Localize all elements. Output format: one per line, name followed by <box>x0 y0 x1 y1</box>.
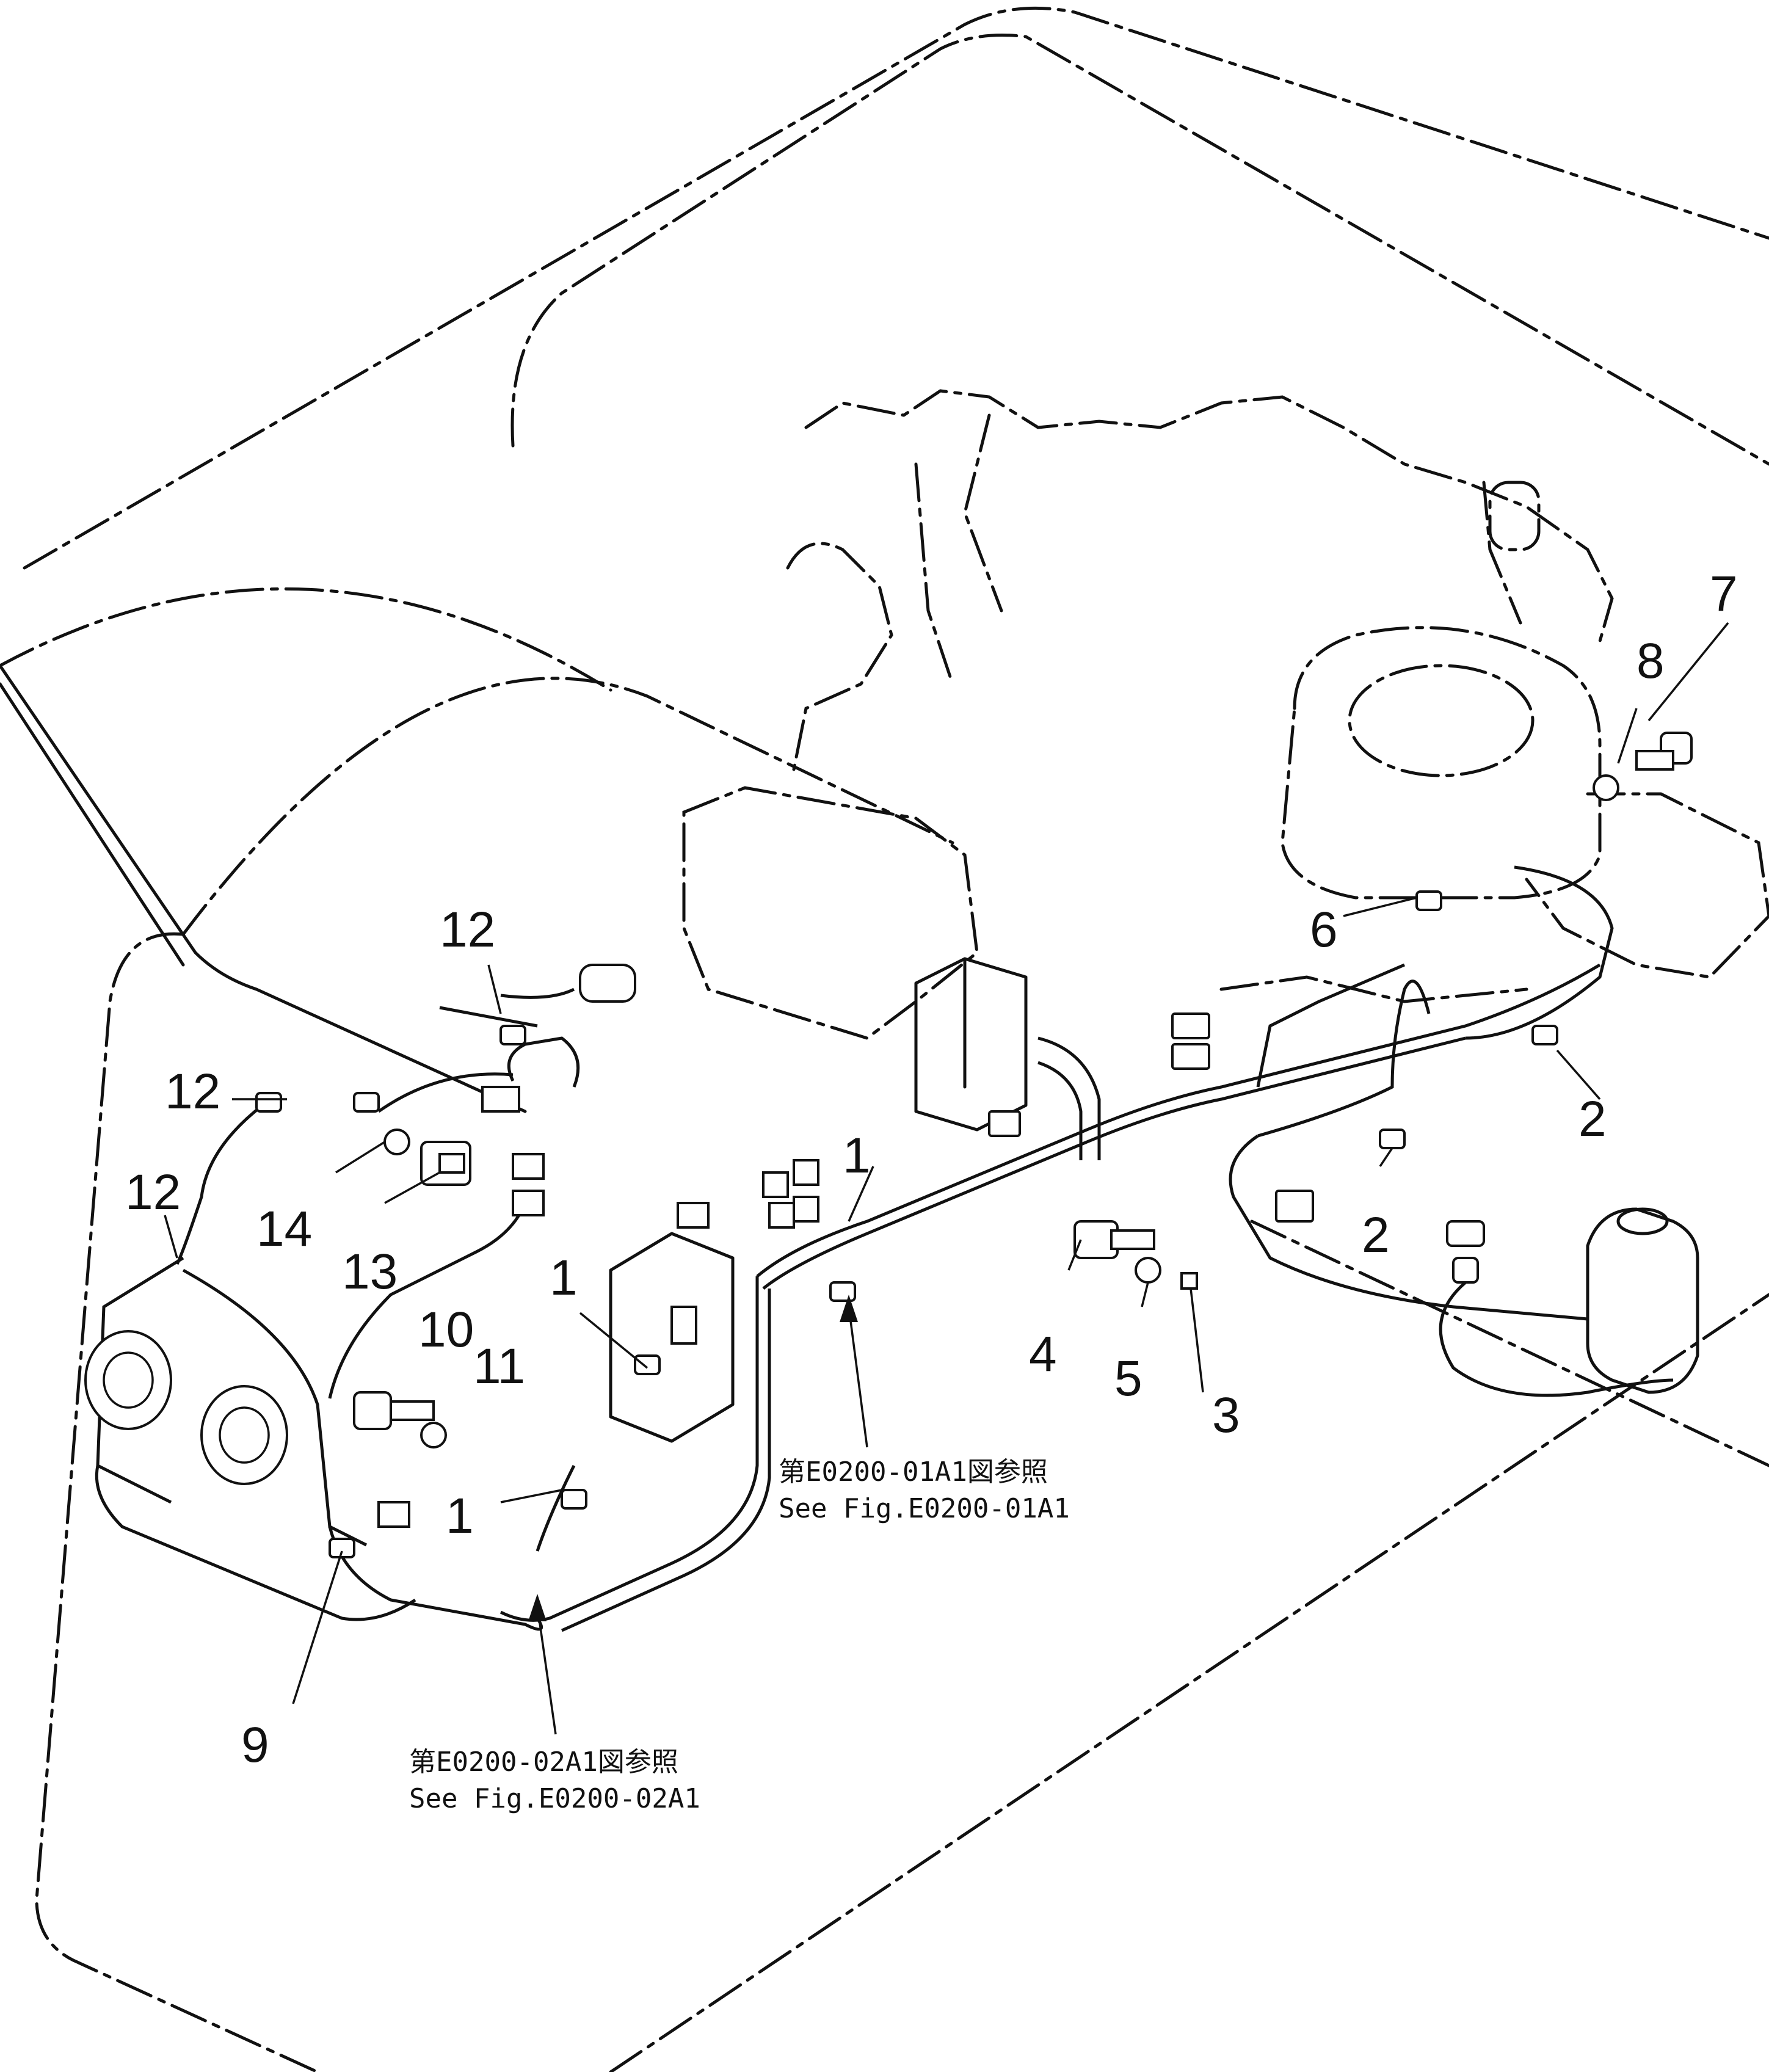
clamp-1b <box>634 1354 661 1375</box>
machine-body-outline <box>0 6 1769 2072</box>
washer-8 <box>1593 774 1619 801</box>
reference-note-2-en: See Fig.E0200-02A1 <box>409 1783 700 1814</box>
bolt-4 <box>1073 1220 1155 1259</box>
callout-7: 7 <box>1710 566 1738 622</box>
callout-8: 8 <box>1636 633 1665 689</box>
bolt-13 <box>420 1141 471 1186</box>
clamp-12b <box>353 1092 380 1113</box>
washer-tank <box>1446 1207 1699 1394</box>
air-cleaner-outline <box>1280 626 1602 900</box>
callout-2-b: 2 <box>1362 1207 1390 1263</box>
callout-2-a: 2 <box>1578 1091 1607 1147</box>
callout-1-a: 1 <box>843 1128 871 1183</box>
clamp-12c <box>499 1025 526 1045</box>
callout-12-b: 12 <box>165 1064 220 1119</box>
clamp-1a <box>829 1281 856 1302</box>
bolt-10 <box>353 1391 435 1430</box>
battery-outline <box>682 786 979 1040</box>
clamp-1c <box>561 1489 587 1510</box>
arrow-head-icon <box>528 1594 547 1621</box>
reference-arrows <box>528 1295 868 1735</box>
arrow-head-icon <box>840 1295 858 1322</box>
reference-notes: 第E0200-01A1図参照 See Fig.E0200-01A1 第E0200… <box>409 1456 1070 1814</box>
callout-1-b: 1 <box>550 1250 578 1306</box>
reference-note-1-jp: 第E0200-01A1図参照 <box>779 1456 1048 1488</box>
callout-4: 4 <box>1029 1326 1057 1382</box>
reference-note-1-en: See Fig.E0200-01A1 <box>779 1493 1070 1524</box>
reference-note-2-jp: 第E0200-02A1図参照 <box>409 1747 678 1778</box>
washer-5 <box>1135 1257 1161 1284</box>
leader-lines <box>164 622 1729 1704</box>
clamp-9 <box>329 1538 355 1558</box>
engine-outline <box>786 389 1769 1003</box>
callout-5: 5 <box>1114 1351 1142 1406</box>
washer-14 <box>383 1129 410 1155</box>
horns <box>84 1330 288 1485</box>
callout-12-a: 12 <box>440 902 495 958</box>
callout-9: 9 <box>241 1717 269 1773</box>
bolt-7 <box>1635 732 1693 771</box>
clamp-2a <box>1531 1025 1558 1045</box>
clamp-3 <box>1180 1272 1198 1290</box>
washer-11 <box>420 1422 447 1449</box>
clamp-6 <box>1415 890 1442 911</box>
callout-6: 6 <box>1310 902 1338 958</box>
callout-12-c: 12 <box>125 1165 181 1220</box>
callout-10: 10 <box>418 1302 474 1358</box>
callout-11: 11 <box>473 1339 525 1394</box>
callout-3: 3 <box>1212 1387 1240 1443</box>
callout-14: 14 <box>256 1201 312 1257</box>
callout-13: 13 <box>342 1244 398 1300</box>
clamp-2b <box>1379 1129 1406 1149</box>
callout-1-c: 1 <box>446 1488 474 1544</box>
clamp-12a <box>255 1092 282 1113</box>
callout-numbers: 1 1 1 2 2 3 4 5 6 7 8 9 10 11 12 12 12 1… <box>125 566 1738 1773</box>
connectors <box>377 964 1314 1528</box>
hardware-parts <box>255 732 1693 1558</box>
control-box <box>609 957 1028 1443</box>
